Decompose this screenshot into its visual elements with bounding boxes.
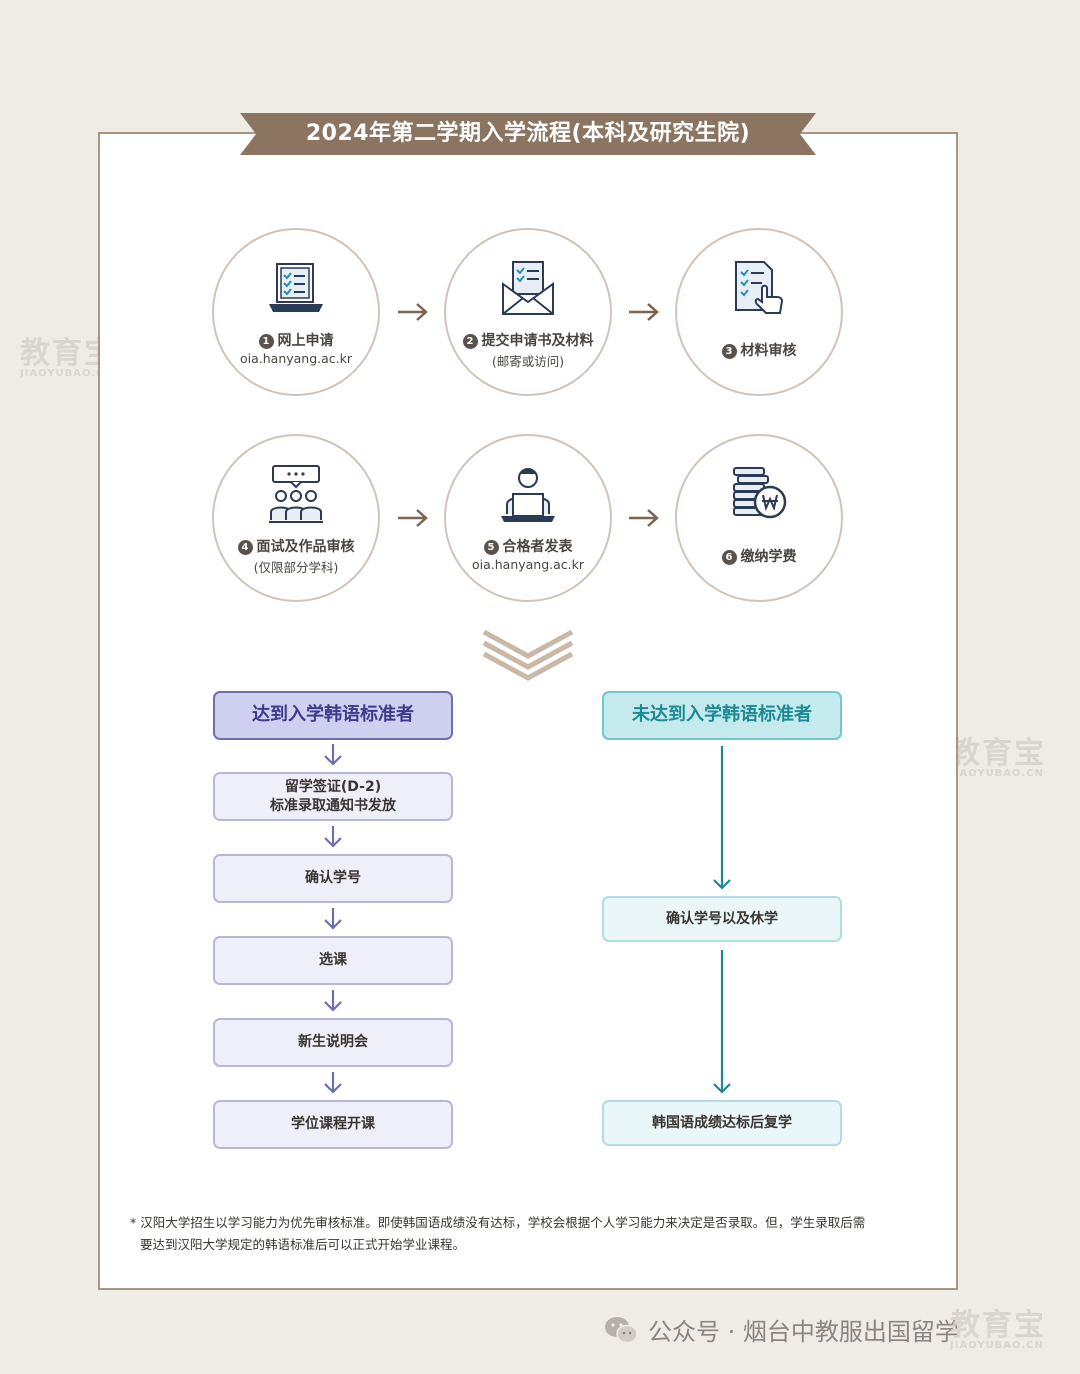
page-title: 2024年第二学期入学流程(本科及研究生院) xyxy=(305,121,751,146)
wechat-icon xyxy=(605,1316,638,1343)
right-arrow-icon xyxy=(398,509,428,527)
left-flow-course-select: 选课 xyxy=(213,936,453,985)
down-arrow-long-icon xyxy=(713,746,731,890)
step-note: (仅限部分学科) xyxy=(253,560,339,575)
footnote: * 汉阳大学招生以学习能力为优先审核标准。即使韩国语成绩没有达标，学校会根据个人… xyxy=(130,1212,930,1256)
chevron-down-icon xyxy=(482,630,574,681)
interview-group-icon xyxy=(269,465,323,523)
left-flow-orientation: 新生说明会 xyxy=(213,1018,453,1067)
right-flow-resume: 韩国语成绩达标后复学 xyxy=(602,1100,842,1146)
right-flow-id-leave: 确认学号以及休学 xyxy=(602,896,842,942)
title-ribbon: 2024年第二学期入学流程(本科及研究生院) xyxy=(240,113,816,155)
wechat-account: 公众号 · 烟台中教服出国留学 xyxy=(604,1312,959,1347)
envelope-document-icon xyxy=(502,261,554,315)
down-arrow-long-icon xyxy=(713,950,731,1094)
document-review-icon xyxy=(735,261,784,314)
step-url: oia.hanyang.ac.kr xyxy=(239,351,353,366)
down-arrow-icon xyxy=(324,908,342,930)
left-flow-classes-start: 学位课程开课 xyxy=(213,1100,453,1149)
right-arrow-icon xyxy=(629,303,659,321)
down-arrow-icon xyxy=(324,1072,342,1094)
watermark-bottom: 教育宝 JIAOYUBAO.CN xyxy=(950,1308,1046,1351)
left-flow-visa: 留学签证(D-2)标准录取通知书发放 xyxy=(213,772,453,821)
footnote-line2: 要达到汉阳大学规定的韩语标准后可以正式开始学业课程。 xyxy=(140,1237,466,1252)
footnote-line1: * 汉阳大学招生以学习能力为优先审核标准。即使韩国语成绩没有达标，学校会根据个人… xyxy=(130,1215,866,1230)
down-arrow-icon xyxy=(324,826,342,848)
left-flow-head: 达到入学韩语标准者 xyxy=(213,691,453,740)
left-flow-student-id: 确认学号 xyxy=(213,854,453,903)
step-note: (邮寄或访问) xyxy=(491,354,565,369)
laptop-checklist-icon xyxy=(269,263,323,312)
wechat-account-label: 公众号 · 烟台中教服出国留学 xyxy=(648,1318,959,1346)
person-laptop-icon xyxy=(501,468,555,522)
watermark-right: 教育宝 JIAOYUBAO.CN xyxy=(950,736,1046,779)
down-arrow-icon xyxy=(324,744,342,766)
ribbon-shape xyxy=(240,113,816,155)
right-arrow-icon xyxy=(629,509,659,527)
right-flow-head: 未达到入学韩语标准者 xyxy=(602,691,842,740)
right-arrow-icon xyxy=(398,303,428,321)
down-arrow-icon xyxy=(324,990,342,1012)
coins-won-icon xyxy=(733,467,787,519)
step-url: oia.hanyang.ac.kr xyxy=(471,557,585,572)
